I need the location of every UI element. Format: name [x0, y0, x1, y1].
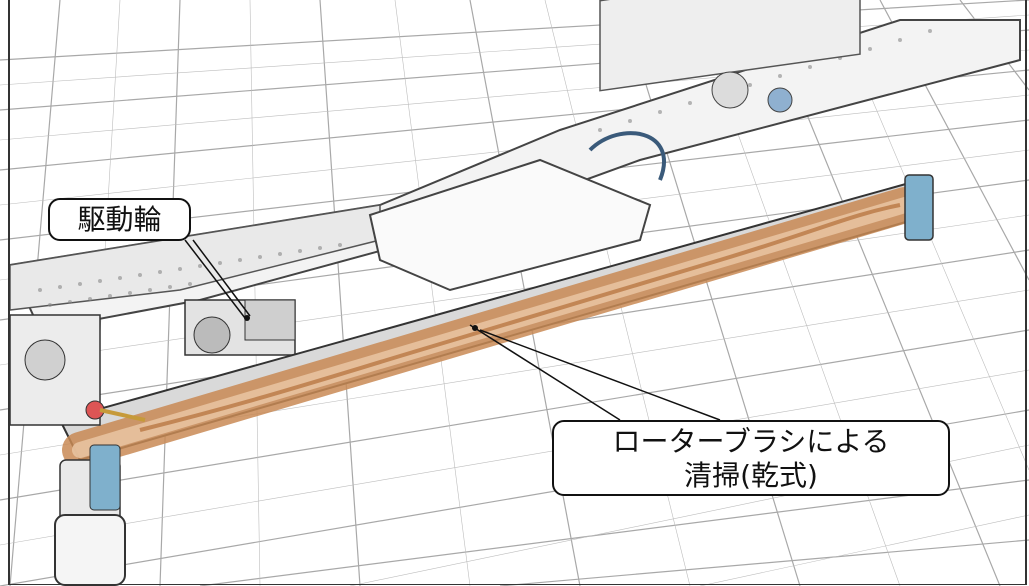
- bottom-wheel: [54, 514, 126, 586]
- rotor-brush-callout: ローターブラシによる 清掃(乾式): [552, 420, 950, 496]
- control-box: [368, 158, 652, 292]
- rotor-brush: [62, 187, 923, 468]
- drive-wheel-assembly: [184, 299, 296, 356]
- rotor-brush-label-line1: ローターブラシによる: [612, 425, 890, 458]
- robot-body: [8, 0, 1021, 586]
- leader-lines: [184, 239, 721, 421]
- drive-wheel-callout: 駆動輪: [48, 198, 191, 241]
- left-mechanism: [9, 314, 146, 426]
- drive-wheel-label: 駆動輪: [77, 203, 162, 236]
- brush-end-right: [904, 174, 934, 241]
- rotor-brush-label-line2: 清掃(乾式): [684, 459, 818, 492]
